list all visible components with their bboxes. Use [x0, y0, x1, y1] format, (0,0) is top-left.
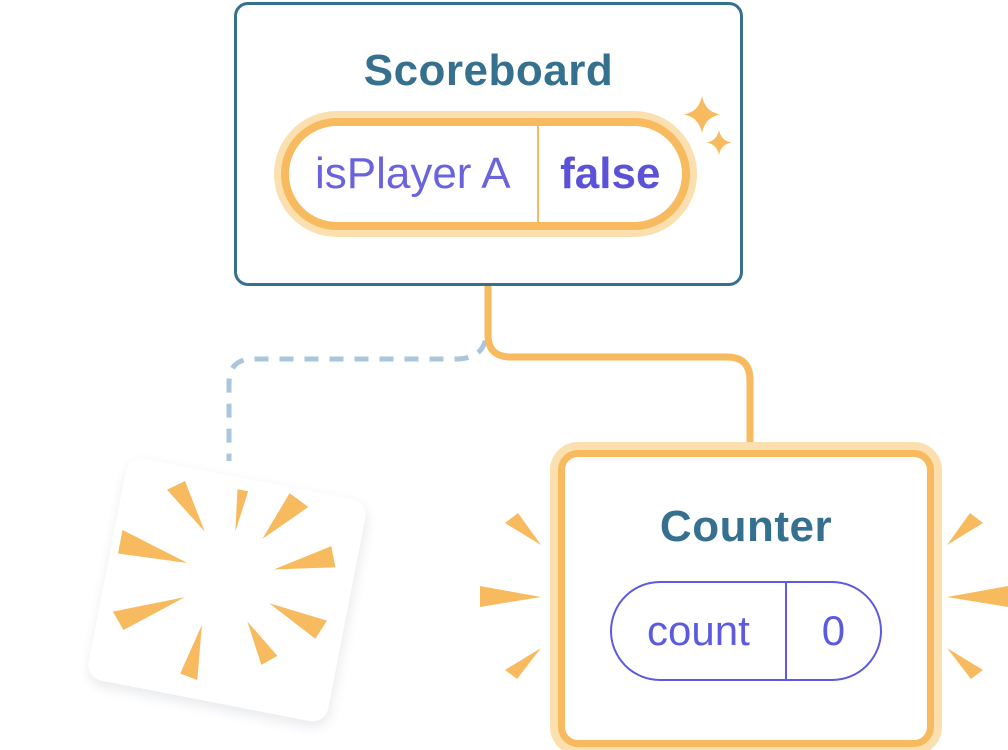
counter-title: Counter	[659, 502, 833, 551]
connector-destroyed-dashed-line	[226, 315, 491, 461]
scoreboard-title: Scoreboard	[363, 46, 614, 95]
counter-state-key-label: count	[612, 583, 787, 679]
counter-state-pill: count 0	[610, 581, 882, 681]
emphasis-rays-icon	[480, 513, 1008, 679]
state-value-label: false	[560, 149, 661, 198]
poof-burst-icon	[112, 480, 336, 680]
destroyed-component-card	[85, 455, 369, 725]
scoreboard-component-card: Scoreboard isPlayer A false	[234, 2, 743, 286]
connector-active-line	[484, 280, 754, 459]
counter-component-card: Counter count 0	[558, 450, 934, 747]
state-key-label: isPlayer A	[289, 126, 539, 222]
counter-state-value-label: 0	[821, 607, 846, 654]
scoreboard-state-pill: isPlayer A false	[281, 118, 690, 230]
